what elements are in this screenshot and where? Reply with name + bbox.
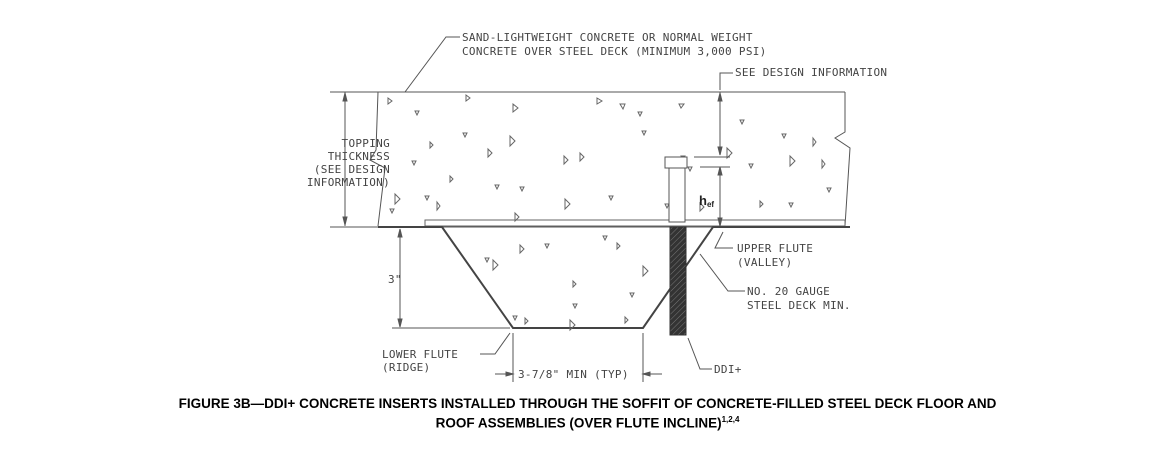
caption-line2: ROOF ASSEMBLIES (OVER FLUTE INCLINE)1,2,… (0, 412, 1175, 432)
hef-label: hef (699, 193, 714, 209)
gauge-label-2: STEEL DECK MIN. (747, 299, 851, 312)
concrete-slab (330, 91, 851, 228)
topping-label-2: THICKNESS (328, 150, 390, 163)
ddi-label: DDI+ (714, 363, 742, 376)
topping-label-3: (SEE DESIGN (314, 163, 390, 176)
dimension-lines (342, 92, 730, 382)
upper-flute-label-1: UPPER FLUTE (737, 242, 813, 255)
caption-line1: FIGURE 3B—DDI+ CONCRETE INSERTS INSTALLE… (178, 396, 997, 411)
ddi-insert (664, 156, 688, 336)
gauge-label-1: NO. 20 GAUGE (747, 285, 830, 298)
concrete-label-line1: SAND-LIGHTWEIGHT CONCRETE OR NORMAL WEIG… (462, 31, 753, 44)
min-width-label: 3-7/8" MIN (TYP) (518, 368, 629, 381)
lower-flute-label-2: (RIDGE) (382, 361, 430, 374)
topping-label-4: INFORMATION) (307, 176, 390, 189)
topping-label-1: TOPPING (342, 137, 390, 150)
lower-flute-label-1: LOWER FLUTE (382, 348, 458, 361)
concrete-label-line2: CONCRETE OVER STEEL DECK (MINIMUM 3,000 … (462, 45, 767, 58)
steel-deck-flute (378, 226, 850, 329)
figure-caption: FIGURE 3B—DDI+ CONCRETE INSERTS INSTALLE… (0, 396, 1175, 432)
aggregate-marks (387, 94, 832, 332)
leader-lines (404, 36, 745, 370)
three-inch-label: 3" (388, 273, 402, 286)
caption-superscript: 1,2,4 (721, 415, 740, 424)
upper-flute-label-2: (VALLEY) (737, 256, 792, 269)
caption-line2-text: ROOF ASSEMBLIES (OVER FLUTE INCLINE) (435, 415, 722, 431)
see-design-label: SEE DESIGN INFORMATION (735, 66, 887, 79)
